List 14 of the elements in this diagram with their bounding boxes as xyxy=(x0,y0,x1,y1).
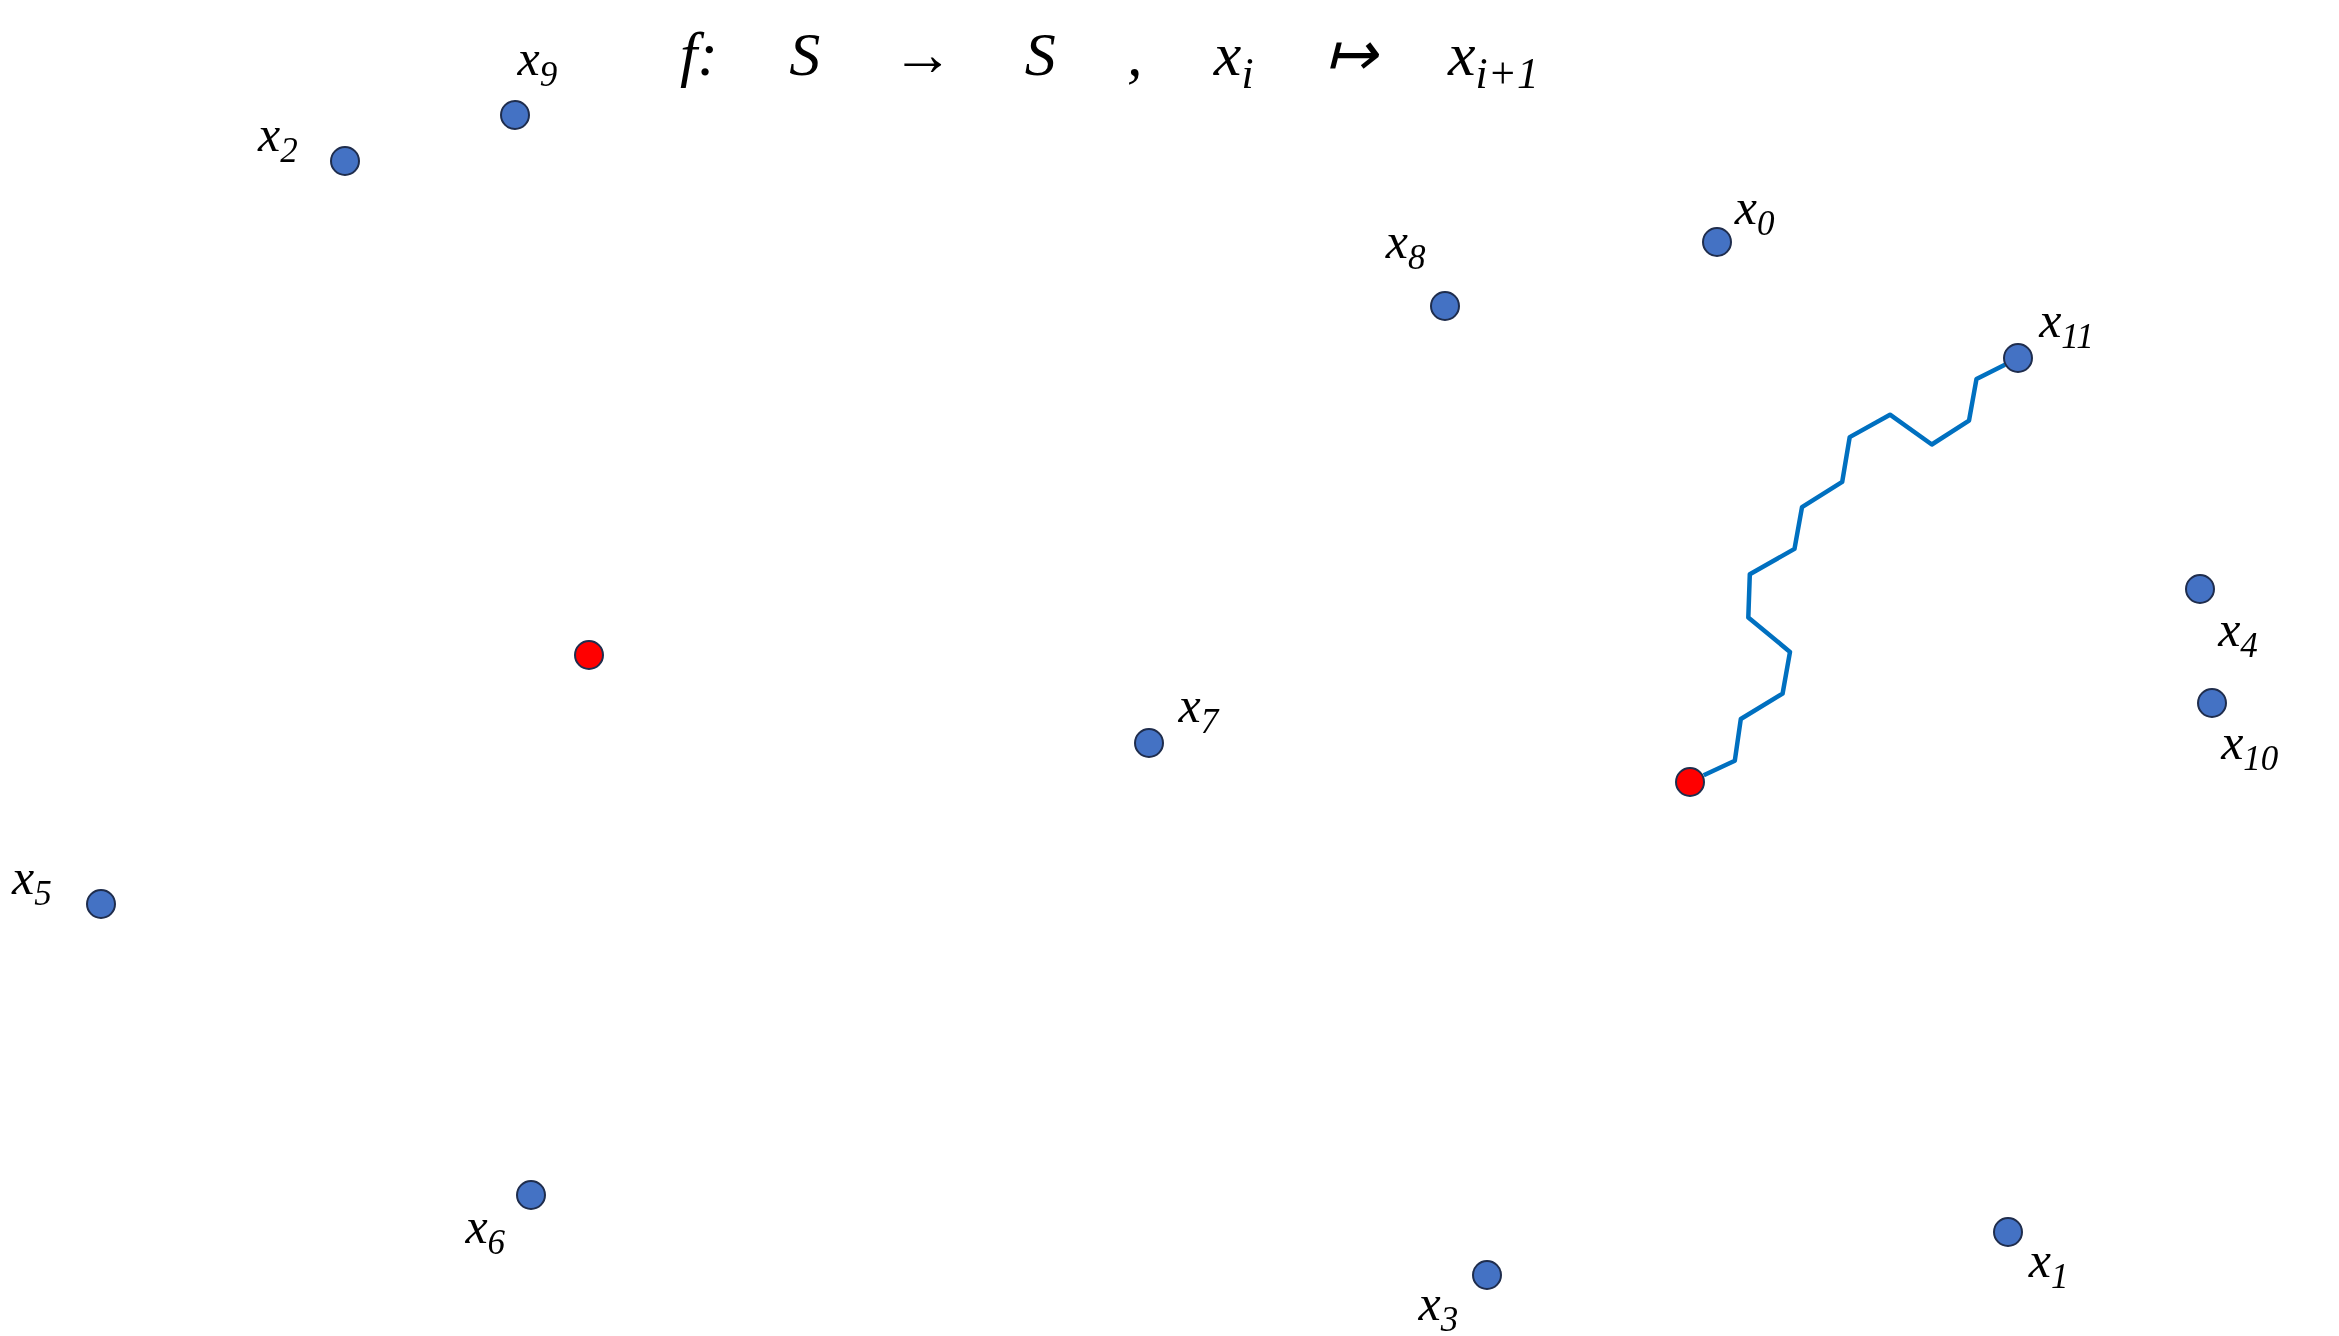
point-label: x$_{7}$ xyxy=(1178,680,1219,740)
point-label: x$_{11}$ xyxy=(2039,295,2094,355)
point-label: x$_{4}$ xyxy=(2218,604,2258,664)
point-label: x$_{3}$ xyxy=(1418,1278,1459,1336)
point-label: x$_{8}$ xyxy=(1385,216,1426,276)
point-label: x$_{5}$ xyxy=(11,851,52,911)
point-label: x$_{2}$ xyxy=(258,108,298,168)
point-label: x$_{10}$ xyxy=(2221,717,2279,777)
formula-title: f: S → S , x$_{i}$ ↦ x$_{i+1}$ xyxy=(680,20,1539,99)
point-label: x$_{6}$ xyxy=(465,1200,506,1260)
point-label: x$_{1}$ xyxy=(2028,1235,2069,1295)
zigzag-line xyxy=(1702,362,2006,778)
point-label: x$_{0}$ xyxy=(1734,182,1775,241)
point-label: x$_{9}$ xyxy=(517,32,558,92)
